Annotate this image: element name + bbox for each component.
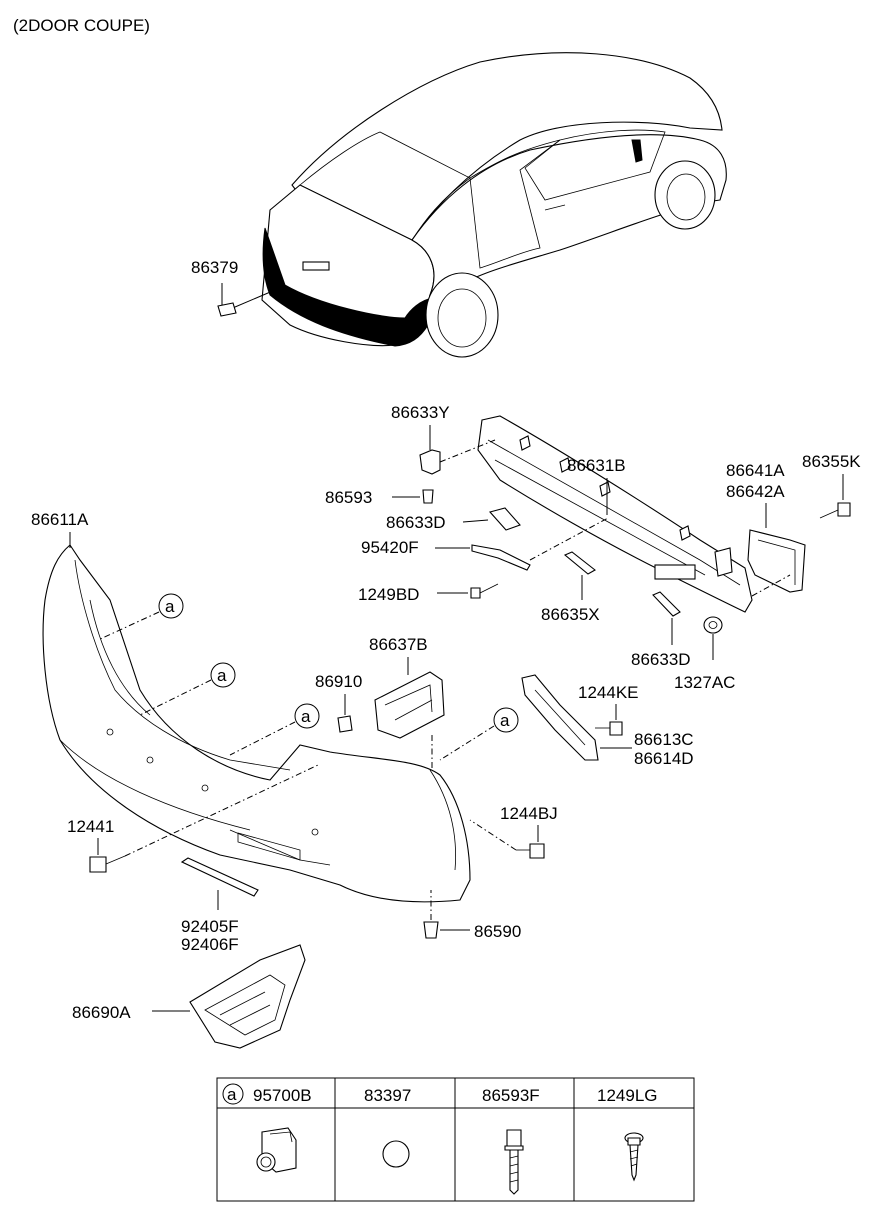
label-12441: 12441 (67, 817, 114, 836)
table-header-83397: 83397 (364, 1086, 411, 1105)
clip-86593 (422, 489, 434, 504)
label-86613C: 86613C (634, 730, 694, 749)
car-illustration (261, 52, 727, 358)
bracket-86637B (374, 671, 445, 739)
bracket-86633Y (419, 449, 441, 475)
label-86614D: 86614D (634, 749, 694, 768)
label-86633Y: 86633Y (391, 403, 450, 422)
parking-sensor-icon (256, 1127, 297, 1173)
bolt-1244KE (609, 721, 623, 736)
callout-a-4: a (439, 707, 519, 761)
bracket-86633D-top (488, 507, 521, 531)
callout-a-1: a (97, 593, 184, 641)
sensor-bracket-95420F (471, 544, 531, 571)
bracket-86633D-bottom (652, 591, 681, 617)
label-86690A: 86690A (72, 1003, 131, 1022)
under-cover-86690A (189, 944, 306, 1049)
label-1244BJ: 1244BJ (500, 804, 558, 823)
bolt-12441 (89, 856, 107, 873)
cap-86379 (217, 302, 237, 317)
grommet-1327AC (703, 616, 723, 634)
label-92406F: 92406F (181, 935, 239, 954)
label-92405F: 92405F (181, 917, 239, 936)
label-86637B: 86637B (369, 635, 428, 654)
diagram-title: (2DOOR COUPE) (13, 16, 150, 35)
svg-text:a: a (301, 707, 311, 726)
round-cap-icon (382, 1140, 410, 1168)
svg-text:a: a (217, 666, 227, 685)
parts-table: a 95700B 83397 86593F 1249LG (216, 1077, 695, 1202)
svg-text:a: a (500, 711, 510, 730)
callout-a-2: a (139, 662, 236, 716)
callout-a-3: a (229, 703, 320, 756)
svg-text:a: a (227, 1085, 237, 1104)
clip-86590 (423, 921, 439, 939)
screw-icon (624, 1132, 644, 1182)
table-header-95700B: 95700B (253, 1086, 312, 1105)
label-86379: 86379 (191, 258, 238, 277)
table-header-1249LG: 1249LG (597, 1086, 658, 1105)
label-86631B: 86631B (567, 456, 626, 475)
label-86590: 86590 (474, 922, 521, 941)
clip-86910 (337, 715, 353, 733)
table-header-86593F: 86593F (482, 1086, 540, 1105)
reflector-92405F (180, 857, 259, 897)
label-86593: 86593 (325, 488, 372, 507)
label-86611A: 86611A (31, 510, 89, 529)
rear-beam (477, 415, 753, 613)
label-86355K: 86355K (802, 452, 861, 471)
bolt-86355K (837, 502, 851, 517)
bracket-86641A (747, 529, 806, 593)
label-95420F: 95420F (361, 538, 419, 557)
table-callout-a (222, 1083, 244, 1105)
label-1327AC: 1327AC (674, 673, 735, 692)
label-1244KE: 1244KE (578, 683, 639, 702)
label-86910: 86910 (315, 672, 362, 691)
label-1249BD: 1249BD (358, 585, 419, 604)
bolt-1249BD (470, 587, 481, 599)
svg-text:a: a (165, 597, 175, 616)
bracket-86635X (563, 551, 596, 575)
bolt-icon (504, 1129, 524, 1195)
bumper-cover (42, 544, 471, 903)
bolt-1244BJ (529, 843, 545, 859)
label-86642A: 86642A (726, 482, 785, 501)
label-86633D-top: 86633D (386, 513, 446, 532)
label-86635X: 86635X (541, 605, 600, 624)
label-86641A: 86641A (726, 461, 785, 480)
label-86633D-bottom: 86633D (631, 650, 691, 669)
